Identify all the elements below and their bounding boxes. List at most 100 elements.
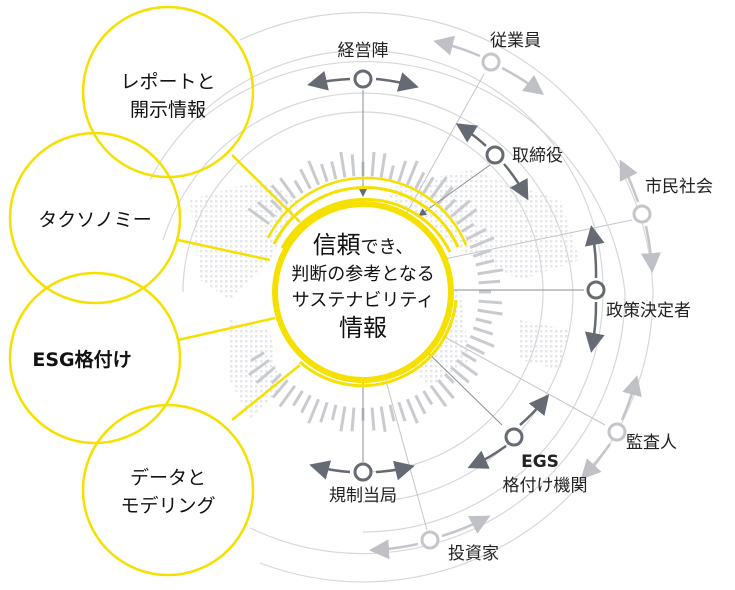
pillar-circle-taxonomy: [8, 131, 182, 305]
radial-tick: [270, 372, 283, 385]
radial-tick: [370, 151, 376, 177]
stakeholder-nodes: [353, 52, 652, 550]
pillar-circle-esg-ratings: [8, 271, 182, 445]
radial-tick: [443, 198, 457, 212]
node-board: [485, 145, 505, 165]
radial-tick: [292, 390, 304, 407]
radial-tick: [271, 379, 289, 399]
radial-tick: [472, 249, 491, 258]
radial-tick: [450, 199, 471, 218]
radial-tick: [406, 398, 419, 424]
radial-tick: [319, 163, 329, 183]
radial-tick: [472, 326, 494, 336]
radial-tick: [379, 406, 387, 432]
radial-tick: [270, 199, 283, 212]
radial-tick: [429, 176, 448, 200]
label-rating-agencies-2: 格付け機関: [503, 476, 588, 496]
node-civil-society: [632, 204, 652, 224]
pillar-label-reporting-1: レポートと: [120, 71, 215, 93]
radial-tick: [397, 401, 407, 422]
node-rating-agencies: [504, 427, 524, 447]
radial-tick: [461, 222, 475, 233]
radial-tick: [414, 171, 426, 190]
radial-tick: [475, 317, 492, 325]
radial-tick: [429, 384, 448, 408]
radial-tick: [293, 179, 304, 194]
center-title-line4: 情報: [339, 314, 387, 342]
node-policy-makers: [586, 280, 606, 300]
node-employees: [481, 52, 501, 72]
radial-tick: [250, 351, 265, 362]
radial-tick: [406, 160, 419, 186]
center-title-line3: サステナビリティ: [292, 290, 435, 311]
label-policy-makers: 政策決定者: [606, 301, 691, 321]
label-rating-agencies-1: EGS: [521, 452, 559, 472]
radial-tick: [450, 366, 470, 384]
radial-tick: [437, 186, 454, 205]
pillar-label-taxonomy: タクソノミー: [38, 209, 151, 231]
radial-tick: [437, 379, 455, 400]
radial-tick: [248, 358, 271, 377]
radial-tick: [478, 299, 503, 305]
radial-tick: [339, 406, 347, 432]
radial-tick: [422, 176, 435, 194]
radial-tick: [330, 161, 338, 180]
radial-tick: [443, 372, 455, 384]
radial-tick: [350, 154, 356, 177]
radial-tick: [247, 207, 271, 226]
pillar-connectors: [177, 154, 301, 421]
radial-tick: [397, 160, 408, 183]
radial-tick: [455, 358, 479, 377]
label-employees: 従業員: [490, 31, 541, 51]
radial-tick: [388, 165, 395, 180]
radial-tick: [388, 404, 396, 422]
radial-tick: [299, 168, 312, 190]
radial-tick: [465, 227, 487, 241]
center-title-line2: 判断の参考となる: [291, 264, 434, 285]
radial-tick: [414, 394, 427, 415]
node-investors: [420, 530, 440, 550]
pillar-label-data-modeling-2: モデリング: [120, 495, 215, 517]
label-management: 経営陣: [338, 41, 389, 61]
pillar-label-esg-ratings: ESG格付け: [32, 348, 131, 371]
radial-tick: [307, 398, 320, 424]
radial-tick: [477, 308, 503, 316]
label-auditors: 監査人: [626, 433, 677, 453]
radial-tick: [475, 259, 495, 267]
pillar-circle-reporting: [81, 5, 255, 179]
label-regulators: 規制当局: [329, 486, 397, 506]
radial-tick: [300, 394, 312, 414]
node-regulators: [353, 462, 373, 482]
radial-tick: [469, 335, 495, 348]
radial-tick: [422, 390, 434, 406]
node-management: [353, 69, 373, 89]
radial-tick: [350, 407, 356, 432]
pillar-label-data-modeling-1: データと: [130, 467, 206, 489]
radial-ticks: [247, 151, 504, 432]
node-auditors: [607, 422, 627, 442]
radial-tick: [461, 351, 477, 363]
radial-tick: [379, 153, 387, 178]
radial-tick: [307, 160, 320, 186]
radial-tick: [330, 404, 338, 421]
radial-tick: [278, 384, 297, 408]
radial-tick: [477, 268, 504, 276]
radial-tick: [256, 201, 276, 218]
pillar-circle-data-modeling: [81, 403, 255, 577]
radial-tick: [478, 279, 501, 285]
center-yellow-rings: [266, 176, 468, 388]
radial-tick: [469, 236, 495, 249]
stakeholder-arrows: [307, 35, 661, 560]
label-board: 取締役: [512, 146, 563, 166]
radial-tick: [465, 343, 485, 356]
radial-tick: [319, 401, 329, 423]
radial-tick: [455, 208, 478, 226]
label-investors: 投資家: [448, 544, 499, 564]
radial-tick: [279, 177, 297, 200]
center-title-line1: 信頼でき、: [313, 231, 414, 259]
radial-tick: [370, 407, 376, 431]
pillar-label-reporting-2: 開示情報: [130, 99, 206, 121]
radial-tick: [255, 366, 276, 385]
